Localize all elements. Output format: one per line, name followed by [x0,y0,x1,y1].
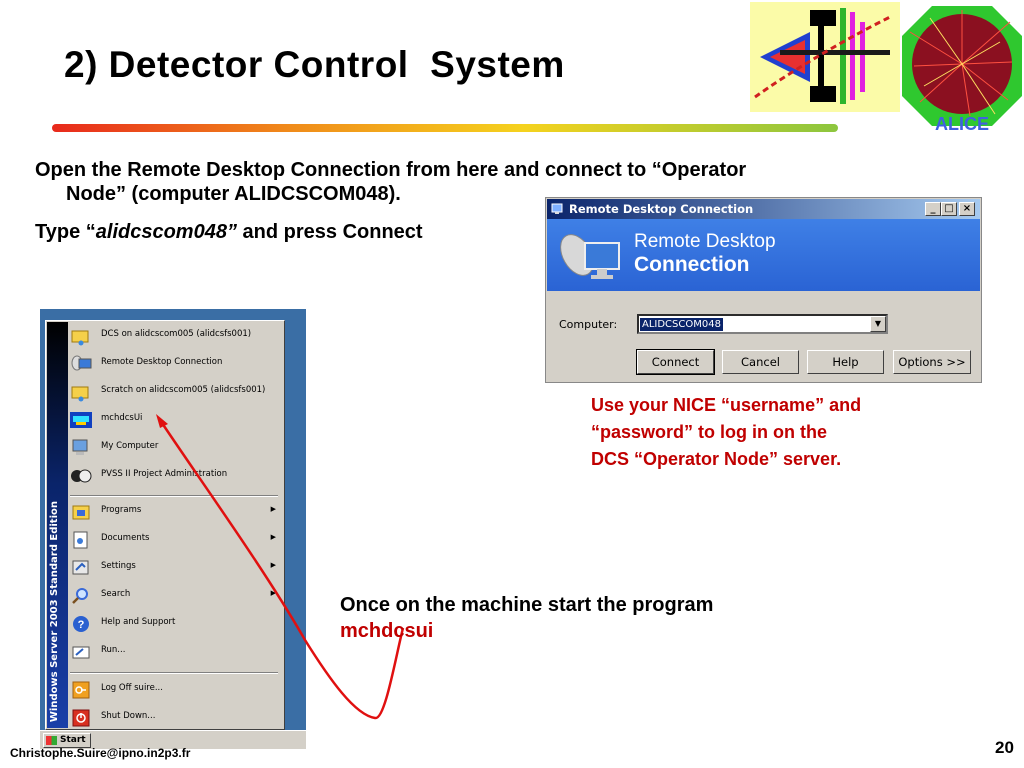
mchdcsui-icon [70,412,92,428]
submenu-arrow-icon: ▶ [270,505,276,513]
rdc-banner: Remote Desktop Connection [547,219,980,291]
network-folder-icon [71,330,89,346]
start-button-label: Start [60,735,86,745]
start-item-documents[interactable]: Documents ▶ [68,527,282,553]
login-note: Use your NICE “username” and “password” … [591,392,951,473]
start-item-label: Documents [101,533,150,543]
computer-icon [72,439,88,455]
maximize-button[interactable]: □ [941,202,957,216]
rdc-banner-line1: Remote Desktop [634,231,776,252]
connect-button[interactable]: Connect [636,349,715,375]
start-item-label: My Computer [101,441,159,451]
start-item-logoff[interactable]: Log Off suire... [68,677,282,703]
start-item-settings[interactable]: Settings ▶ [68,555,282,581]
start-item-shutdown[interactable]: Shut Down... [68,705,282,731]
start-item-label: Scratch on alidcscom005 (alidcsfs001) [101,385,266,395]
computer-value[interactable]: ALIDCSCOM048 [640,318,723,331]
start-item-scratch[interactable]: Scratch on alidcscom005 (alidcsfs001) [68,379,282,405]
login-note-line: “password” to log in on the [591,422,827,442]
instruction-line-1: Open the Remote Desktop Connection from … [35,159,747,181]
start-button[interactable]: Start [43,733,91,748]
start-item-help[interactable]: ? Help and Support [68,611,282,637]
logoff-icon [72,681,90,699]
start-item-label: PVSS II Project Administration [101,469,228,479]
instruction-suffix: and press Connect [236,221,423,243]
start-menu-screenshot: Windows Server 2003 Standard Edition DCS… [40,309,306,749]
menu-separator [70,672,278,674]
instruction-line-1-cont: Node” (computer ALIDCSCOM048). [66,183,401,205]
taskbar: Start [40,730,306,749]
close-button[interactable]: × [959,202,975,216]
help-icon: ? [73,616,89,632]
search-icon [72,588,88,604]
windows-flag-icon [46,736,57,745]
computer-label: Computer: [559,318,618,331]
start-item-search[interactable]: Search ▶ [68,583,282,609]
instruction-prefix: Type “ [35,221,96,243]
documents-icon [73,531,88,549]
start-item-label: DCS on alidcscom005 (alidcsfs001) [101,329,252,339]
start-item-label: Help and Support [101,617,176,627]
sidebar-brand-text: Windows Server 2003 Standard Edition [49,500,60,722]
computer-combobox[interactable]: ALIDCSCOM048 ▼ [637,314,888,334]
start-item-programs[interactable]: Programs ▶ [68,499,282,525]
start-menu-panel: Windows Server 2003 Standard Edition DCS… [45,320,285,730]
start-item-label: Remote Desktop Connection [101,357,223,367]
start-item-label: Settings [101,561,136,571]
submenu-arrow-icon: ▶ [270,533,276,541]
svg-text:?: ? [78,619,85,631]
page-number: 20 [995,738,1014,757]
alice-logo-text: ALICE [935,114,989,134]
start-item-label: mchdcsUi [101,413,143,423]
login-note-line: DCS “Operator Node” server. [591,449,842,469]
slide-title: 2) Detector Control System [64,44,565,85]
instruction-emphasis: alidcscom048” [95,221,237,243]
help-button[interactable]: Help [807,350,884,374]
rdc-titlebar[interactable]: Remote Desktop Connection _ □ × [547,199,980,219]
submenu-arrow-icon: ▶ [270,589,276,597]
alice-logo: ALICE [900,2,1024,134]
start-item-run[interactable]: Run... [68,639,282,665]
rdc-app-icon [551,203,563,214]
remote-desktop-window: Remote Desktop Connection _ □ × Remote D… [545,197,982,383]
pvss-icon [71,469,92,483]
remote-desktop-banner-icon [560,234,620,279]
instruction-line-2: Type “alidcscom048” and press Connect [35,220,423,244]
start-item-label: Run... [101,645,126,655]
start-item-my-computer[interactable]: My Computer [68,435,282,461]
rdc-title: Remote Desktop Connection [569,202,754,216]
rdc-banner-line2: Connection [634,253,750,276]
options-button[interactable]: Options >> [893,350,971,374]
login-note-line: Use your NICE “username” and [591,395,862,415]
run-icon [72,646,90,659]
chevron-down-icon[interactable]: ▼ [870,316,886,332]
minimize-button[interactable]: _ [925,202,941,216]
network-folder-icon [71,386,89,402]
submenu-arrow-icon: ▶ [270,561,276,569]
start-item-pvss[interactable]: PVSS II Project Administration [68,463,282,489]
author-footer: Christophe.Suire@ipno.in2p3.fr [10,746,191,760]
shutdown-icon [72,709,90,727]
start-item-label: Programs [101,505,142,515]
dimuon-spectrometer-logo [750,2,900,112]
start-item-dcs[interactable]: DCS on alidcscom005 (alidcsfs001) [68,323,282,349]
start-item-mchdcsui[interactable]: mchdcsUi [68,407,282,433]
program-name: mchdcsui [340,620,434,642]
start-program-line: Once on the machine start the program [340,594,714,616]
cancel-button[interactable]: Cancel [722,350,799,374]
settings-icon [72,560,89,575]
start-item-label: Log Off suire... [101,683,163,693]
title-underline [52,124,838,132]
start-program-note: Once on the machine start the program mc… [340,592,713,644]
remote-desktop-icon [71,355,92,371]
start-item-label: Shut Down... [101,711,156,721]
programs-icon [72,505,90,520]
menu-separator [70,495,278,497]
start-menu-sidebar: Windows Server 2003 Standard Edition [47,322,68,728]
start-item-remote-desktop[interactable]: Remote Desktop Connection [68,351,282,377]
start-item-label: Search [101,589,131,599]
